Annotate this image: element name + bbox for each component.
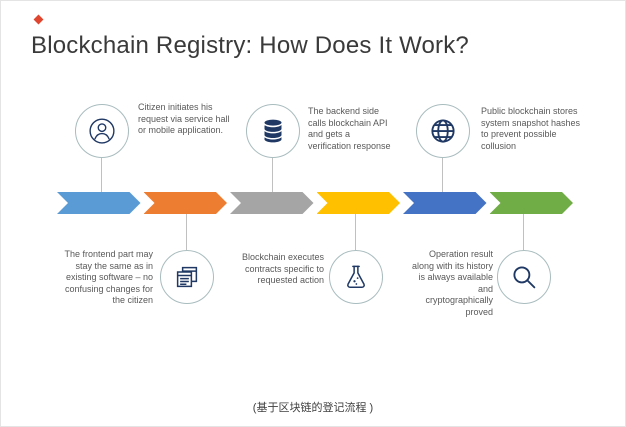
page-title: Blockchain Registry: How Does It Work? [31, 32, 469, 59]
arrow-segment-2 [144, 192, 228, 214]
arrow-segment-6 [490, 192, 574, 214]
step4-icon-circle [329, 250, 383, 304]
step5-icon-circle [416, 104, 470, 158]
database-icon [264, 119, 282, 143]
step5-text: Public blockchain stores system snapshot… [481, 106, 581, 151]
connector-line [523, 214, 524, 250]
step3-icon-circle [246, 104, 300, 158]
arrow-segment-4 [317, 192, 401, 214]
step3-text: The backend side calls blockchain API an… [308, 106, 391, 151]
arrow-segment-1 [57, 192, 141, 214]
step1-icon-circle [75, 104, 129, 158]
step4-text: Blockchain executes contracts specific t… [241, 252, 324, 285]
step6-text: Operation result along with its history … [411, 249, 493, 317]
person-icon [89, 118, 115, 144]
connector-line [442, 158, 443, 192]
connector-line [101, 158, 102, 192]
arrow-segment-3 [230, 192, 314, 214]
magnifier-icon [513, 266, 536, 289]
step2-icon-circle [160, 250, 214, 304]
step2-text: The frontend part may stay the same as i… [64, 249, 153, 305]
process-arrow-bar [57, 192, 573, 214]
step6-icon-circle [497, 250, 551, 304]
step1-text: Citizen initiates his request via servic… [138, 102, 230, 135]
browser-windows-icon [176, 266, 198, 288]
red-diamond-bullet-icon [33, 14, 44, 25]
globe-icon [431, 119, 455, 143]
flask-icon [347, 265, 365, 288]
arrow-segment-5 [403, 192, 487, 214]
connector-line [186, 214, 187, 250]
caption: (基于区块链的登记流程 ) [252, 402, 374, 414]
connector-line [272, 158, 273, 192]
connector-line [355, 214, 356, 250]
